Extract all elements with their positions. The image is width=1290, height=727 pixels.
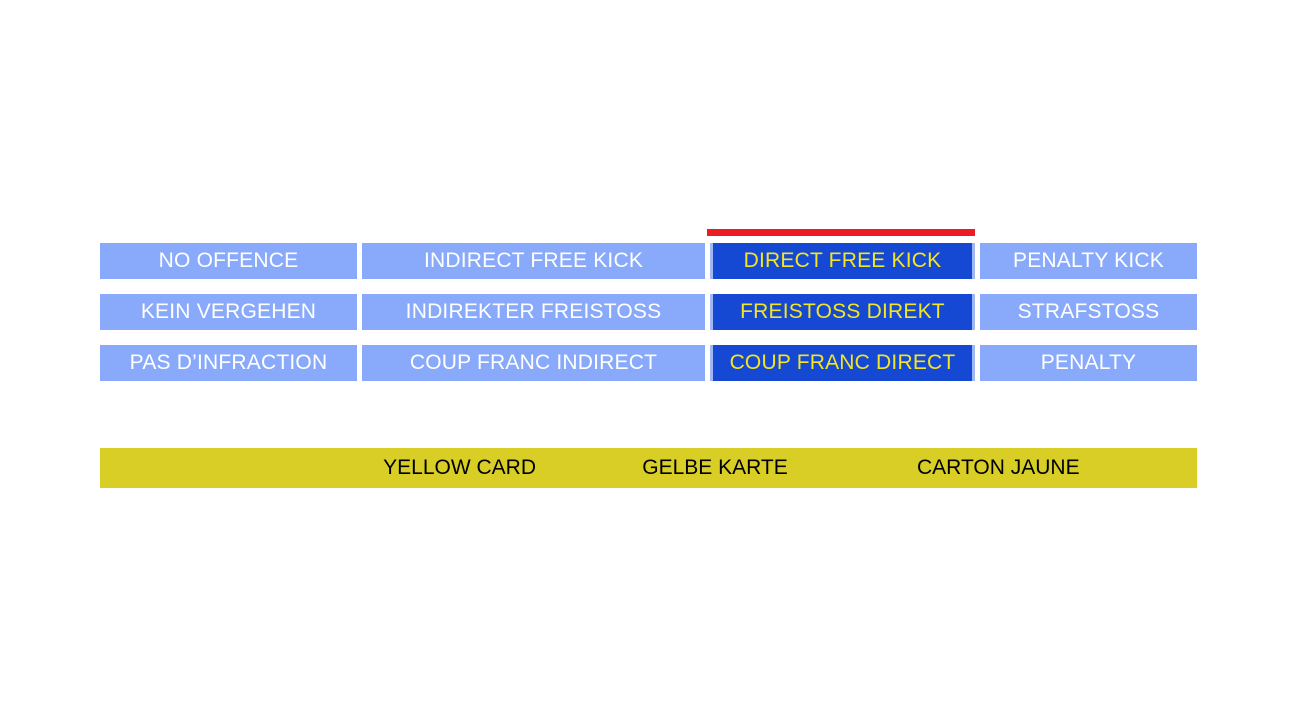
yellow-card-label-en: YELLOW CARD: [383, 456, 536, 479]
sanctions-matrix: NO OFFENCE INDIRECT FREE KICK DIRECT FRE…: [100, 243, 1197, 381]
cell-indirect-free-kick-fr[interactable]: COUP FRANC INDIRECT: [362, 345, 705, 381]
yellow-card-banner[interactable]: YELLOW CARD GELBE KARTE CARTON JAUNE: [100, 448, 1197, 488]
cell-penalty-kick-en[interactable]: PENALTY KICK: [980, 243, 1197, 279]
cell-penalty-kick-fr[interactable]: PENALTY: [980, 345, 1197, 381]
cell-direct-free-kick-de[interactable]: FREISTOSS DIREKT: [710, 294, 975, 330]
cell-direct-free-kick-en[interactable]: DIRECT FREE KICK: [710, 243, 975, 279]
cell-no-offence-en[interactable]: NO OFFENCE: [100, 243, 357, 279]
red-column-marker-icon: [707, 229, 975, 236]
table-row: KEIN VERGEHEN INDIREKTER FREISTOSS FREIS…: [100, 294, 1197, 330]
yellow-card-label-fr: CARTON JAUNE: [917, 456, 1080, 479]
cell-indirect-free-kick-en[interactable]: INDIRECT FREE KICK: [362, 243, 705, 279]
yellow-card-label-de: GELBE KARTE: [642, 456, 788, 479]
table-row: NO OFFENCE INDIRECT FREE KICK DIRECT FRE…: [100, 243, 1197, 279]
cell-indirect-free-kick-de[interactable]: INDIREKTER FREISTOSS: [362, 294, 705, 330]
cell-direct-free-kick-fr[interactable]: COUP FRANC DIRECT: [710, 345, 975, 381]
cell-no-offence-fr[interactable]: PAS D’INFRACTION: [100, 345, 357, 381]
table-row: PAS D’INFRACTION COUP FRANC INDIRECT COU…: [100, 345, 1197, 381]
cell-penalty-kick-de[interactable]: STRAFSTOSS: [980, 294, 1197, 330]
cell-no-offence-de[interactable]: KEIN VERGEHEN: [100, 294, 357, 330]
